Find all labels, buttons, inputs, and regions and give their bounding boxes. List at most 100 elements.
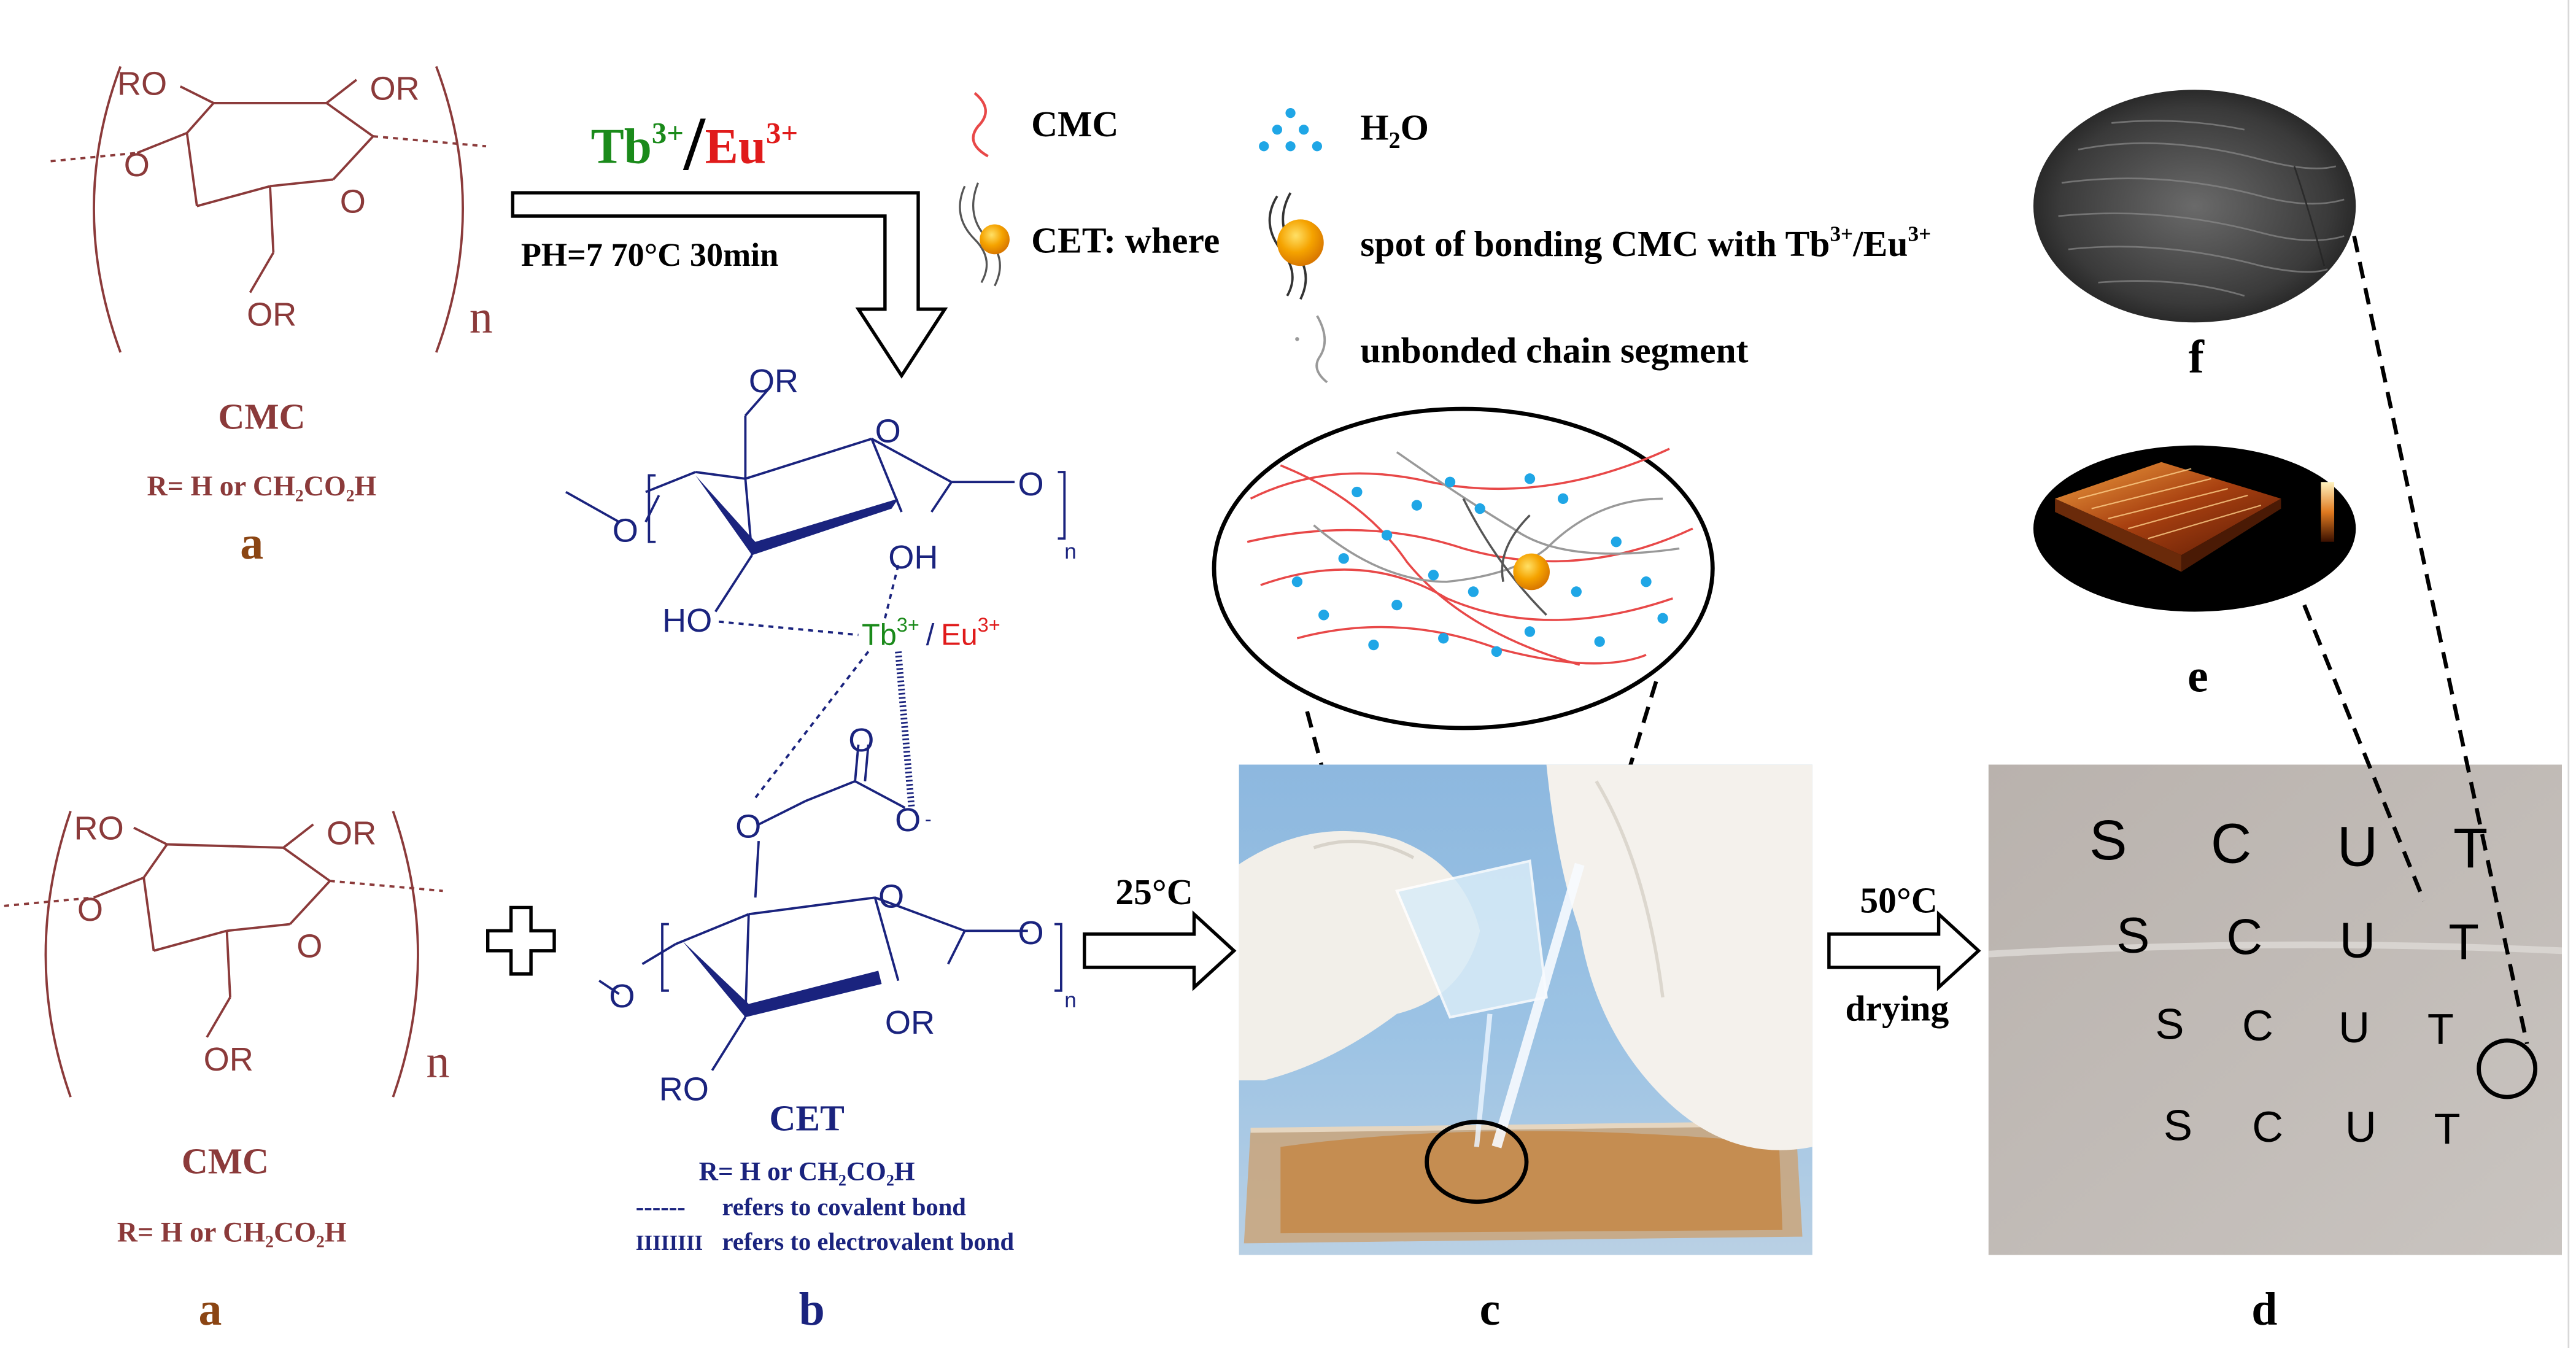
- reaction-slash: /: [683, 101, 706, 186]
- reaction-tb-charge: 3+: [652, 117, 684, 150]
- arrow-to-c: [1083, 910, 1237, 991]
- film-letter: C: [2211, 812, 2251, 875]
- film-letter: C: [2226, 909, 2262, 965]
- film-letter: T: [2434, 1104, 2461, 1153]
- network-bond-ball: [1513, 553, 1550, 591]
- cet-ion-label: Tb3+/Eu3+: [862, 614, 1000, 652]
- temp-25c: 25°C: [1115, 872, 1193, 912]
- cet-rdef: R= H or CH₂CO₂H: [699, 1157, 915, 1187]
- film-zoom-circle: [2477, 1038, 2538, 1099]
- cmc-bottom-labels: RO OR O O OR: [74, 810, 376, 1077]
- network-magnification: [1212, 406, 1715, 730]
- cmc-bottom-rdef: R= H or CH₂CO₂H: [117, 1217, 347, 1248]
- cet-o-ring-lower: O: [878, 878, 904, 915]
- cet-o-left-upper: O: [613, 513, 638, 549]
- cmc-top-rdef: R= H or CH₂CO₂H: [147, 470, 377, 502]
- legend-cmc-chain: [972, 91, 989, 158]
- bracket-left: [44, 810, 72, 1098]
- pour-spot-circle: [1425, 1120, 1529, 1204]
- bracket-left: [93, 66, 122, 353]
- cet-o-right-lower: O: [1018, 915, 1043, 951]
- cet-n-lower: n: [1064, 988, 1077, 1012]
- cet-note-electro-mark: IIIIIIII: [636, 1231, 703, 1255]
- temp-50c: 50°C: [1860, 880, 1937, 921]
- cet-carboxylate-charge: -: [925, 808, 932, 831]
- cet-o-right-upper: O: [1018, 466, 1043, 503]
- cet-note-covalent: refers to covalent bond: [722, 1193, 967, 1220]
- film-letter: C: [2252, 1102, 2283, 1151]
- bracket-right: [435, 66, 464, 353]
- reaction-tb: Tb: [591, 118, 652, 174]
- legend-cet-label: CET: where: [1031, 220, 1220, 261]
- cmc-top-n: n: [470, 292, 493, 343]
- network-water-dots: [1291, 473, 1668, 657]
- plus-icon: [486, 905, 556, 976]
- film-letter: C: [2242, 1001, 2273, 1050]
- cmc-top-name: CMC: [218, 397, 305, 437]
- panel-label-b: b: [799, 1284, 825, 1335]
- panel-label-f: f: [2189, 331, 2205, 383]
- arrow-to-d: [1827, 910, 1981, 991]
- panel-label-c: c: [1480, 1284, 1501, 1335]
- legend-h2o-label: H2O: [1360, 107, 1429, 153]
- film-letter: T: [2427, 1004, 2454, 1053]
- cet-structure: [565, 388, 1066, 1071]
- group-o-left: O: [124, 147, 150, 184]
- cmc-bottom-n: n: [427, 1036, 450, 1088]
- film-letter: S: [2116, 908, 2149, 964]
- zoom-line-f: [2352, 235, 2529, 1045]
- cet-ro: RO: [659, 1071, 709, 1108]
- cet-note-covalent-mark: ------: [636, 1193, 686, 1220]
- film-letter: U: [2345, 1102, 2377, 1151]
- cet-o-left-lower: O: [609, 978, 635, 1015]
- cet-note-electro: refers to electrovalent bond: [722, 1228, 1015, 1255]
- bracket-right: [392, 810, 419, 1098]
- casting-photo: [1239, 764, 1812, 1255]
- film-letter: U: [2340, 913, 2376, 969]
- zoom-line-e: [2302, 604, 2426, 902]
- group-or-bottom: OR: [247, 296, 296, 333]
- afm-image: [2033, 445, 2356, 612]
- cet-name: CET: [769, 1098, 844, 1138]
- reaction-arrow: [511, 191, 948, 379]
- drying-label: drying: [1845, 988, 1949, 1029]
- group-o-ring: O: [296, 928, 322, 965]
- film-letter: S: [2155, 999, 2184, 1048]
- film-letter: T: [2453, 816, 2488, 880]
- legend-cet-ball: [980, 224, 1010, 255]
- cmc-top-labels: RO OR O O OR: [117, 65, 420, 333]
- reaction-conditions: PH=7 70°C 30min: [521, 236, 778, 273]
- cet-or-top: OR: [749, 363, 799, 400]
- group-or-top: OR: [327, 815, 376, 852]
- legend-unbonded-chain: [1315, 315, 1328, 384]
- cmc-bottom-name: CMC: [182, 1141, 269, 1182]
- cet-ho: HO: [662, 602, 712, 639]
- reaction-ions: Tb3+/Eu3+: [591, 101, 799, 186]
- cet-labels: OR O O O OH HO O O O O O OR RO O: [609, 363, 1043, 1108]
- legend-cmc-label: CMC: [1031, 104, 1118, 144]
- group-or-bottom: OR: [204, 1041, 253, 1078]
- group-ro: RO: [117, 65, 167, 102]
- reaction-eu: Eu: [705, 118, 766, 174]
- film-letters: S C U T S C U T S C U T S C U T: [2089, 808, 2488, 1153]
- film-letter: S: [2089, 808, 2127, 872]
- cet-or-lower: OR: [885, 1004, 935, 1041]
- cet-carboxylate-o: O: [895, 802, 921, 839]
- film-letter: U: [2337, 815, 2378, 878]
- film-letter: T: [2448, 914, 2479, 970]
- legend-bonding-label: spot of bonding CMC with Tb3+/Eu3+: [1360, 222, 1931, 264]
- legend-water-dots: [1259, 108, 1323, 152]
- panel-label-d: d: [2251, 1284, 2277, 1335]
- cet-n-upper: n: [1064, 540, 1077, 564]
- cmc-structure-top: [50, 66, 487, 353]
- legend-unbonded-label: unbonded chain segment: [1360, 330, 1748, 370]
- network-chains: [1247, 447, 1693, 666]
- reaction-eu-charge: 3+: [766, 117, 798, 150]
- group-ro: RO: [74, 810, 123, 846]
- film-letter: S: [2164, 1101, 2192, 1150]
- panel-label-e: e: [2187, 650, 2208, 702]
- sem-image: [2033, 90, 2356, 323]
- film-photo: [1988, 764, 2562, 1255]
- cet-ether-o: O: [735, 808, 761, 845]
